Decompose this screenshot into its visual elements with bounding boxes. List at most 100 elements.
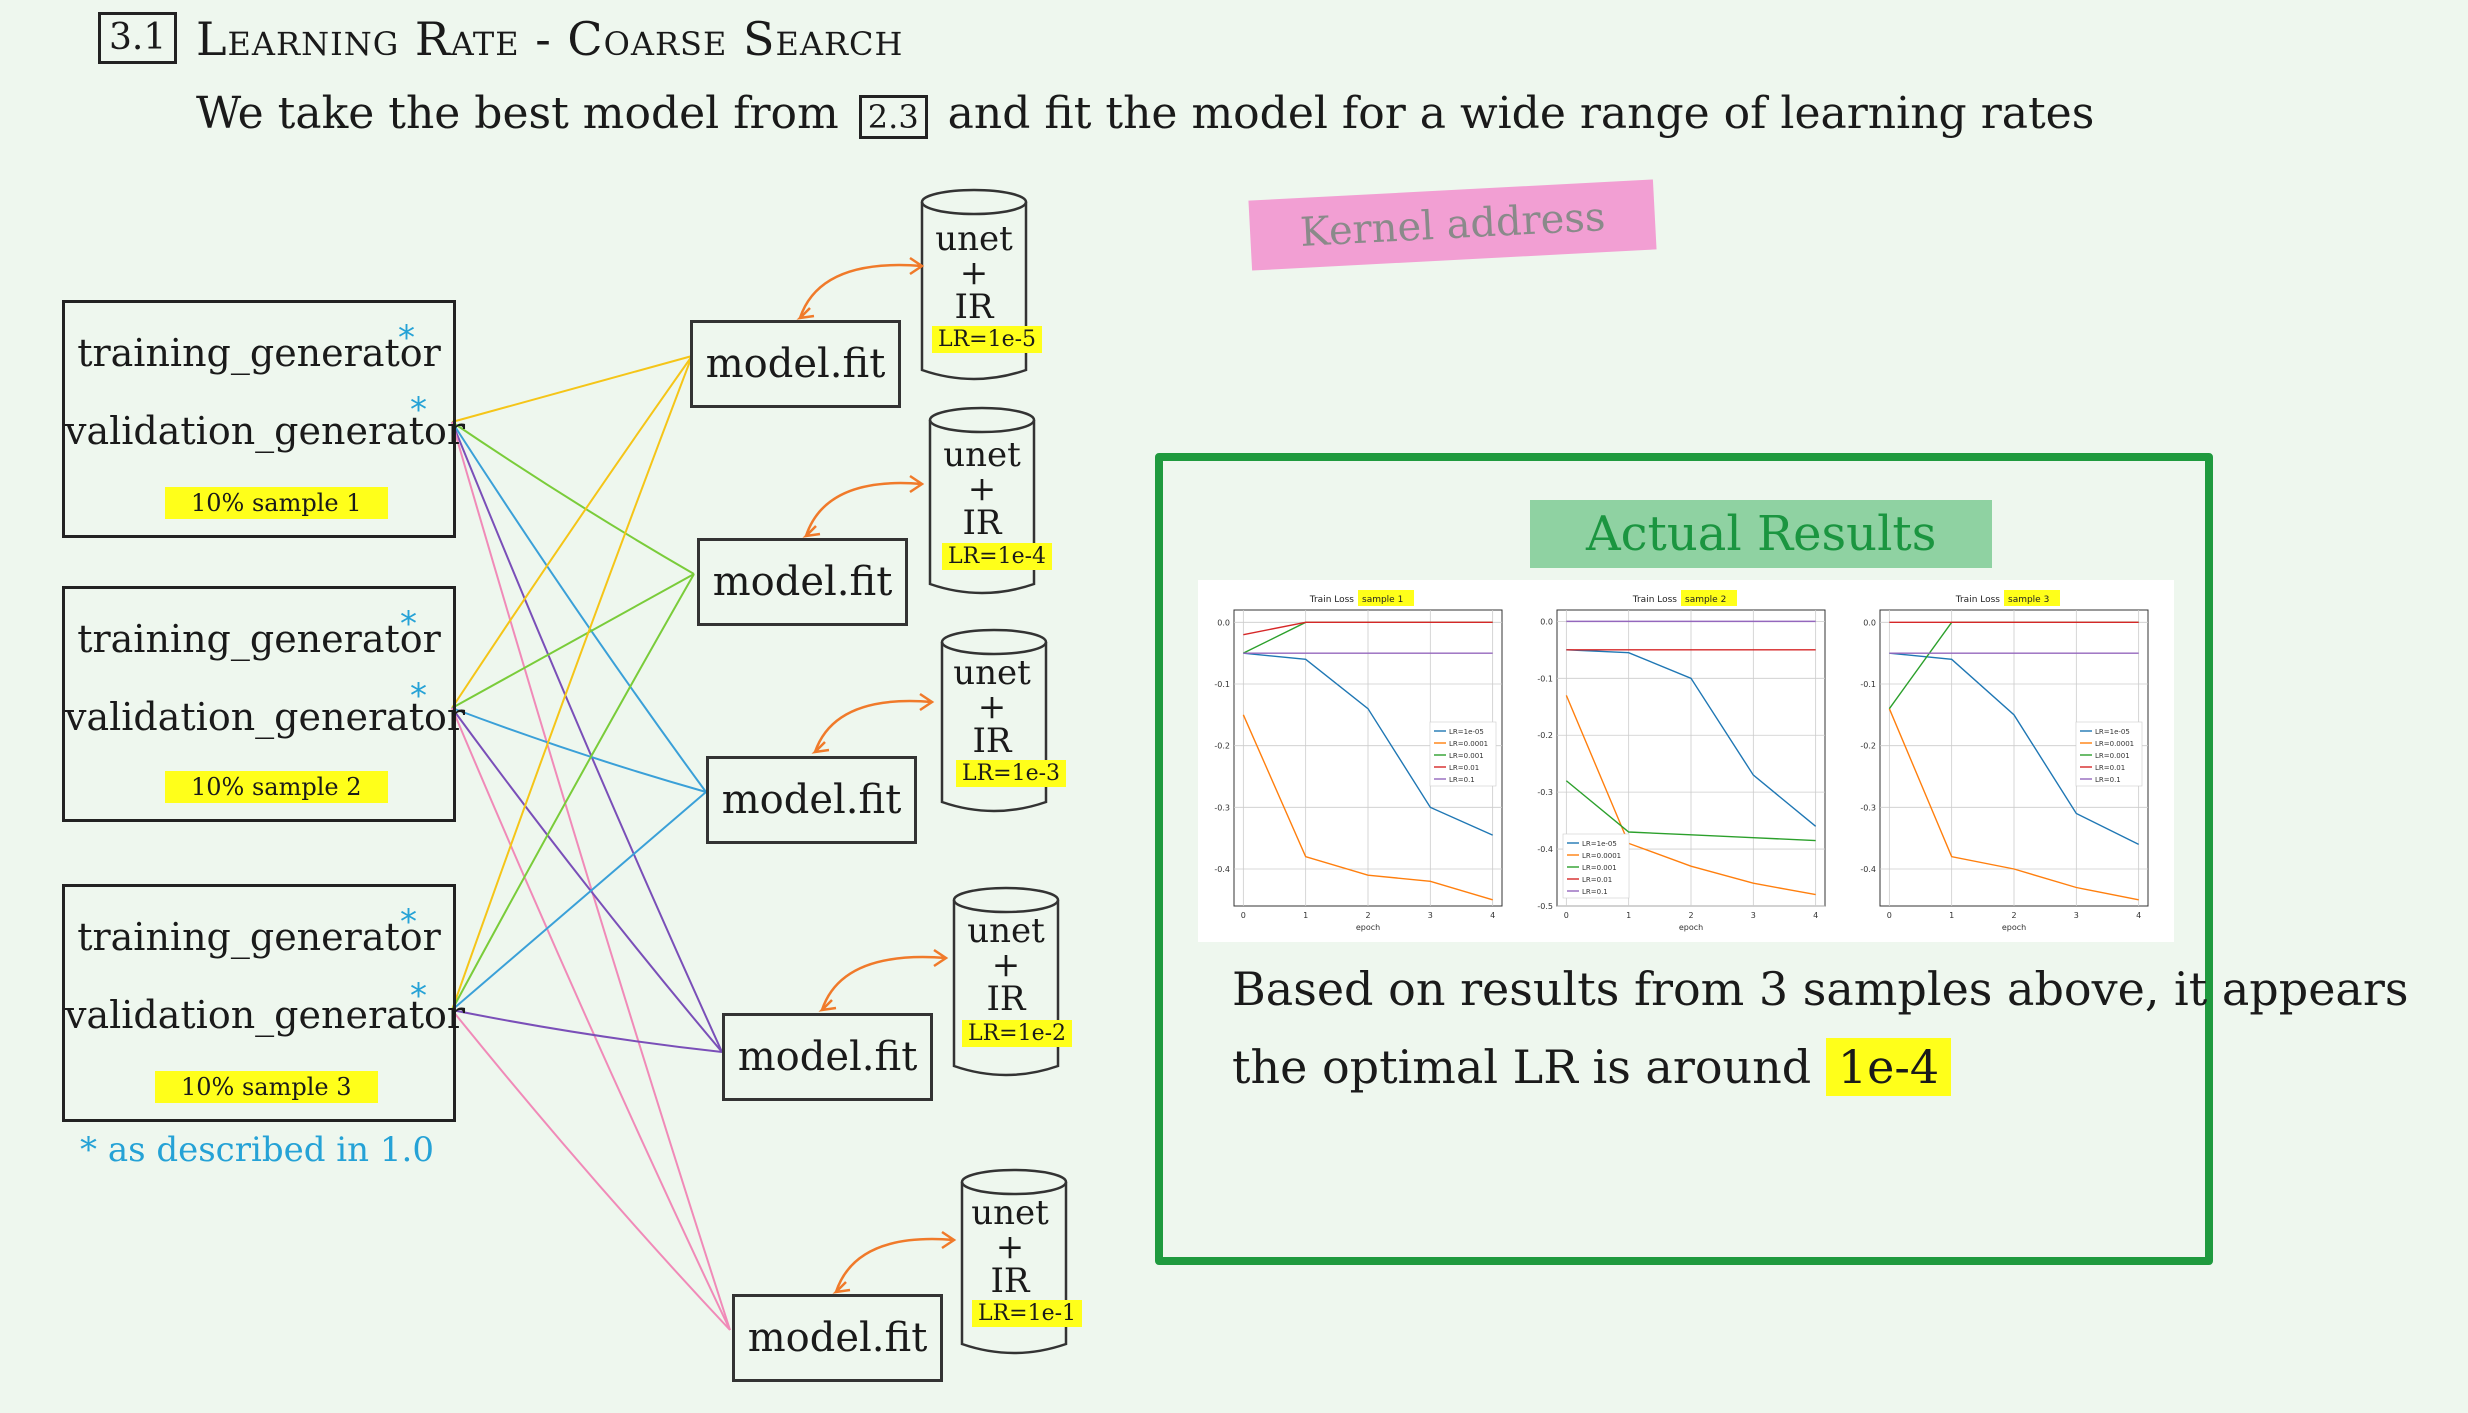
training-generator-label: training_generator [77,331,441,375]
training-generator-label: training_generator [77,617,441,661]
model-fit-label: model.fit [712,559,893,605]
lr-label-4: LR=1e-2 [962,1020,1073,1047]
chart-title-highlight [1358,590,1414,606]
legend-label: LR=0.0001 [2095,740,2134,748]
cylinder-plus: + [959,253,989,293]
arrow-head [909,256,925,276]
legend-box [1562,833,1630,899]
connector-line [451,573,695,709]
arrow-head [909,474,925,494]
legend-label: LR=0.001 [1582,864,1617,872]
cylinder-body [928,420,1036,595]
cylinder-plus: + [977,687,1007,727]
cylinder-text-1: unet + IR [924,222,1024,324]
arrow-line [820,955,947,1011]
y-tick-label: -0.1 [1860,680,1876,689]
x-axis-label: epoch [2002,923,2026,932]
connector-line [451,1009,731,1331]
connector-line [451,707,731,1331]
x-tick-label: 4 [1813,911,1818,920]
cylinder-top [960,1168,1068,1196]
cylinder-top [952,886,1060,914]
cylinder-unet: unet [967,911,1045,951]
legend-label: LR=1e-05 [1582,840,1617,848]
validation-generator-label: validation_generator [65,409,466,453]
chart-title-sample: sample 3 [2008,595,2049,605]
footnote-text: as described in 1.0 [107,1130,434,1170]
cylinder-unet: unet [953,653,1031,693]
series-line [1242,714,1493,901]
model-fit-box-2: model.fit [697,538,908,626]
arrow-line [804,481,923,537]
x-tick-label: 3 [1751,911,1756,920]
asterisk-mark: * [410,676,427,716]
connector-line [451,421,731,1331]
cylinder-ir: IR [972,721,1012,761]
connector-line [451,355,693,709]
x-axis-label: epoch [1679,923,1703,932]
series-line [1565,695,1816,896]
x-tick-label: 2 [1688,911,1693,920]
cylinder-unet: unet [971,1193,1049,1233]
x-tick-label: 1 [1626,911,1631,920]
y-tick-label: -0.1 [1537,674,1553,683]
legend-label: LR=0.01 [1449,764,1479,772]
legend-label: LR=0.001 [1449,752,1484,760]
connector-line [451,791,707,1011]
y-tick-label: -0.4 [1537,845,1553,854]
sample-label: 10% sample 2 [165,771,388,803]
cylinder-text-4: unet + IR [956,914,1056,1016]
sample-label: 10% sample 3 [155,1071,378,1103]
arrow-head [919,692,935,712]
y-tick-label: -0.4 [1860,865,1876,874]
subtitle-text-before: We take the best model from [196,88,839,139]
cylinder-plus: + [991,945,1021,985]
subtitle-text-after: and fit the model for a wide range of le… [947,88,2095,139]
cylinder-body [952,900,1060,1077]
cylinder-ir: IR [986,979,1026,1019]
model-fit-box-5: model.fit [732,1294,943,1382]
arrow-line [813,699,933,753]
x-tick-label: 1 [1949,911,1954,920]
cylinder-top [928,406,1036,434]
connector-line [451,355,693,423]
x-axis-label: epoch [1356,923,1380,932]
connector-line [451,355,693,1011]
legend-label: LR=0.1 [1449,776,1475,784]
arrow-head [933,948,949,968]
y-tick-label: -0.2 [1537,731,1553,740]
cylinder-ir: IR [954,287,994,327]
cylinder-ir: IR [962,503,1002,543]
x-tick-label: 0 [1564,911,1569,920]
asterisk-mark: * [398,318,415,358]
legend-box [2075,721,2143,787]
cylinder-plus: + [967,469,997,509]
cylinder-body [960,1182,1068,1355]
y-tick-label: 0.0 [1863,618,1876,627]
x-tick-label: 1 [1303,911,1308,920]
chart-title-highlight [2004,590,2060,606]
asterisk-mark: * [410,390,427,430]
chart-title-sample: sample 1 [1362,595,1403,605]
series-line [1243,652,1493,836]
asterisk-mark: * [400,902,417,942]
model-fit-box-4: model.fit [722,1013,933,1101]
asterisk-mark: * [400,604,417,644]
model-fit-label: model.fit [737,1034,918,1080]
section-subtitle: We take the best model from 2.3 and fit … [196,88,2094,139]
series-line [1888,708,2139,901]
legend-label: LR=0.1 [2095,776,2121,784]
connector-line [451,707,723,1053]
arrow-head [818,999,837,1012]
cylinder-ir: IR [990,1261,1030,1301]
model-fit-box-1: model.fit [690,320,901,408]
model-fit-label: model.fit [721,777,902,823]
y-tick-label: -0.1 [1214,680,1230,689]
series-line [1566,649,1817,827]
training-generator-label: training_generator [77,915,441,959]
arrow-head [811,741,830,754]
chart-title: Train Loss [1955,595,2001,605]
cylinder-plus: + [995,1227,1025,1267]
